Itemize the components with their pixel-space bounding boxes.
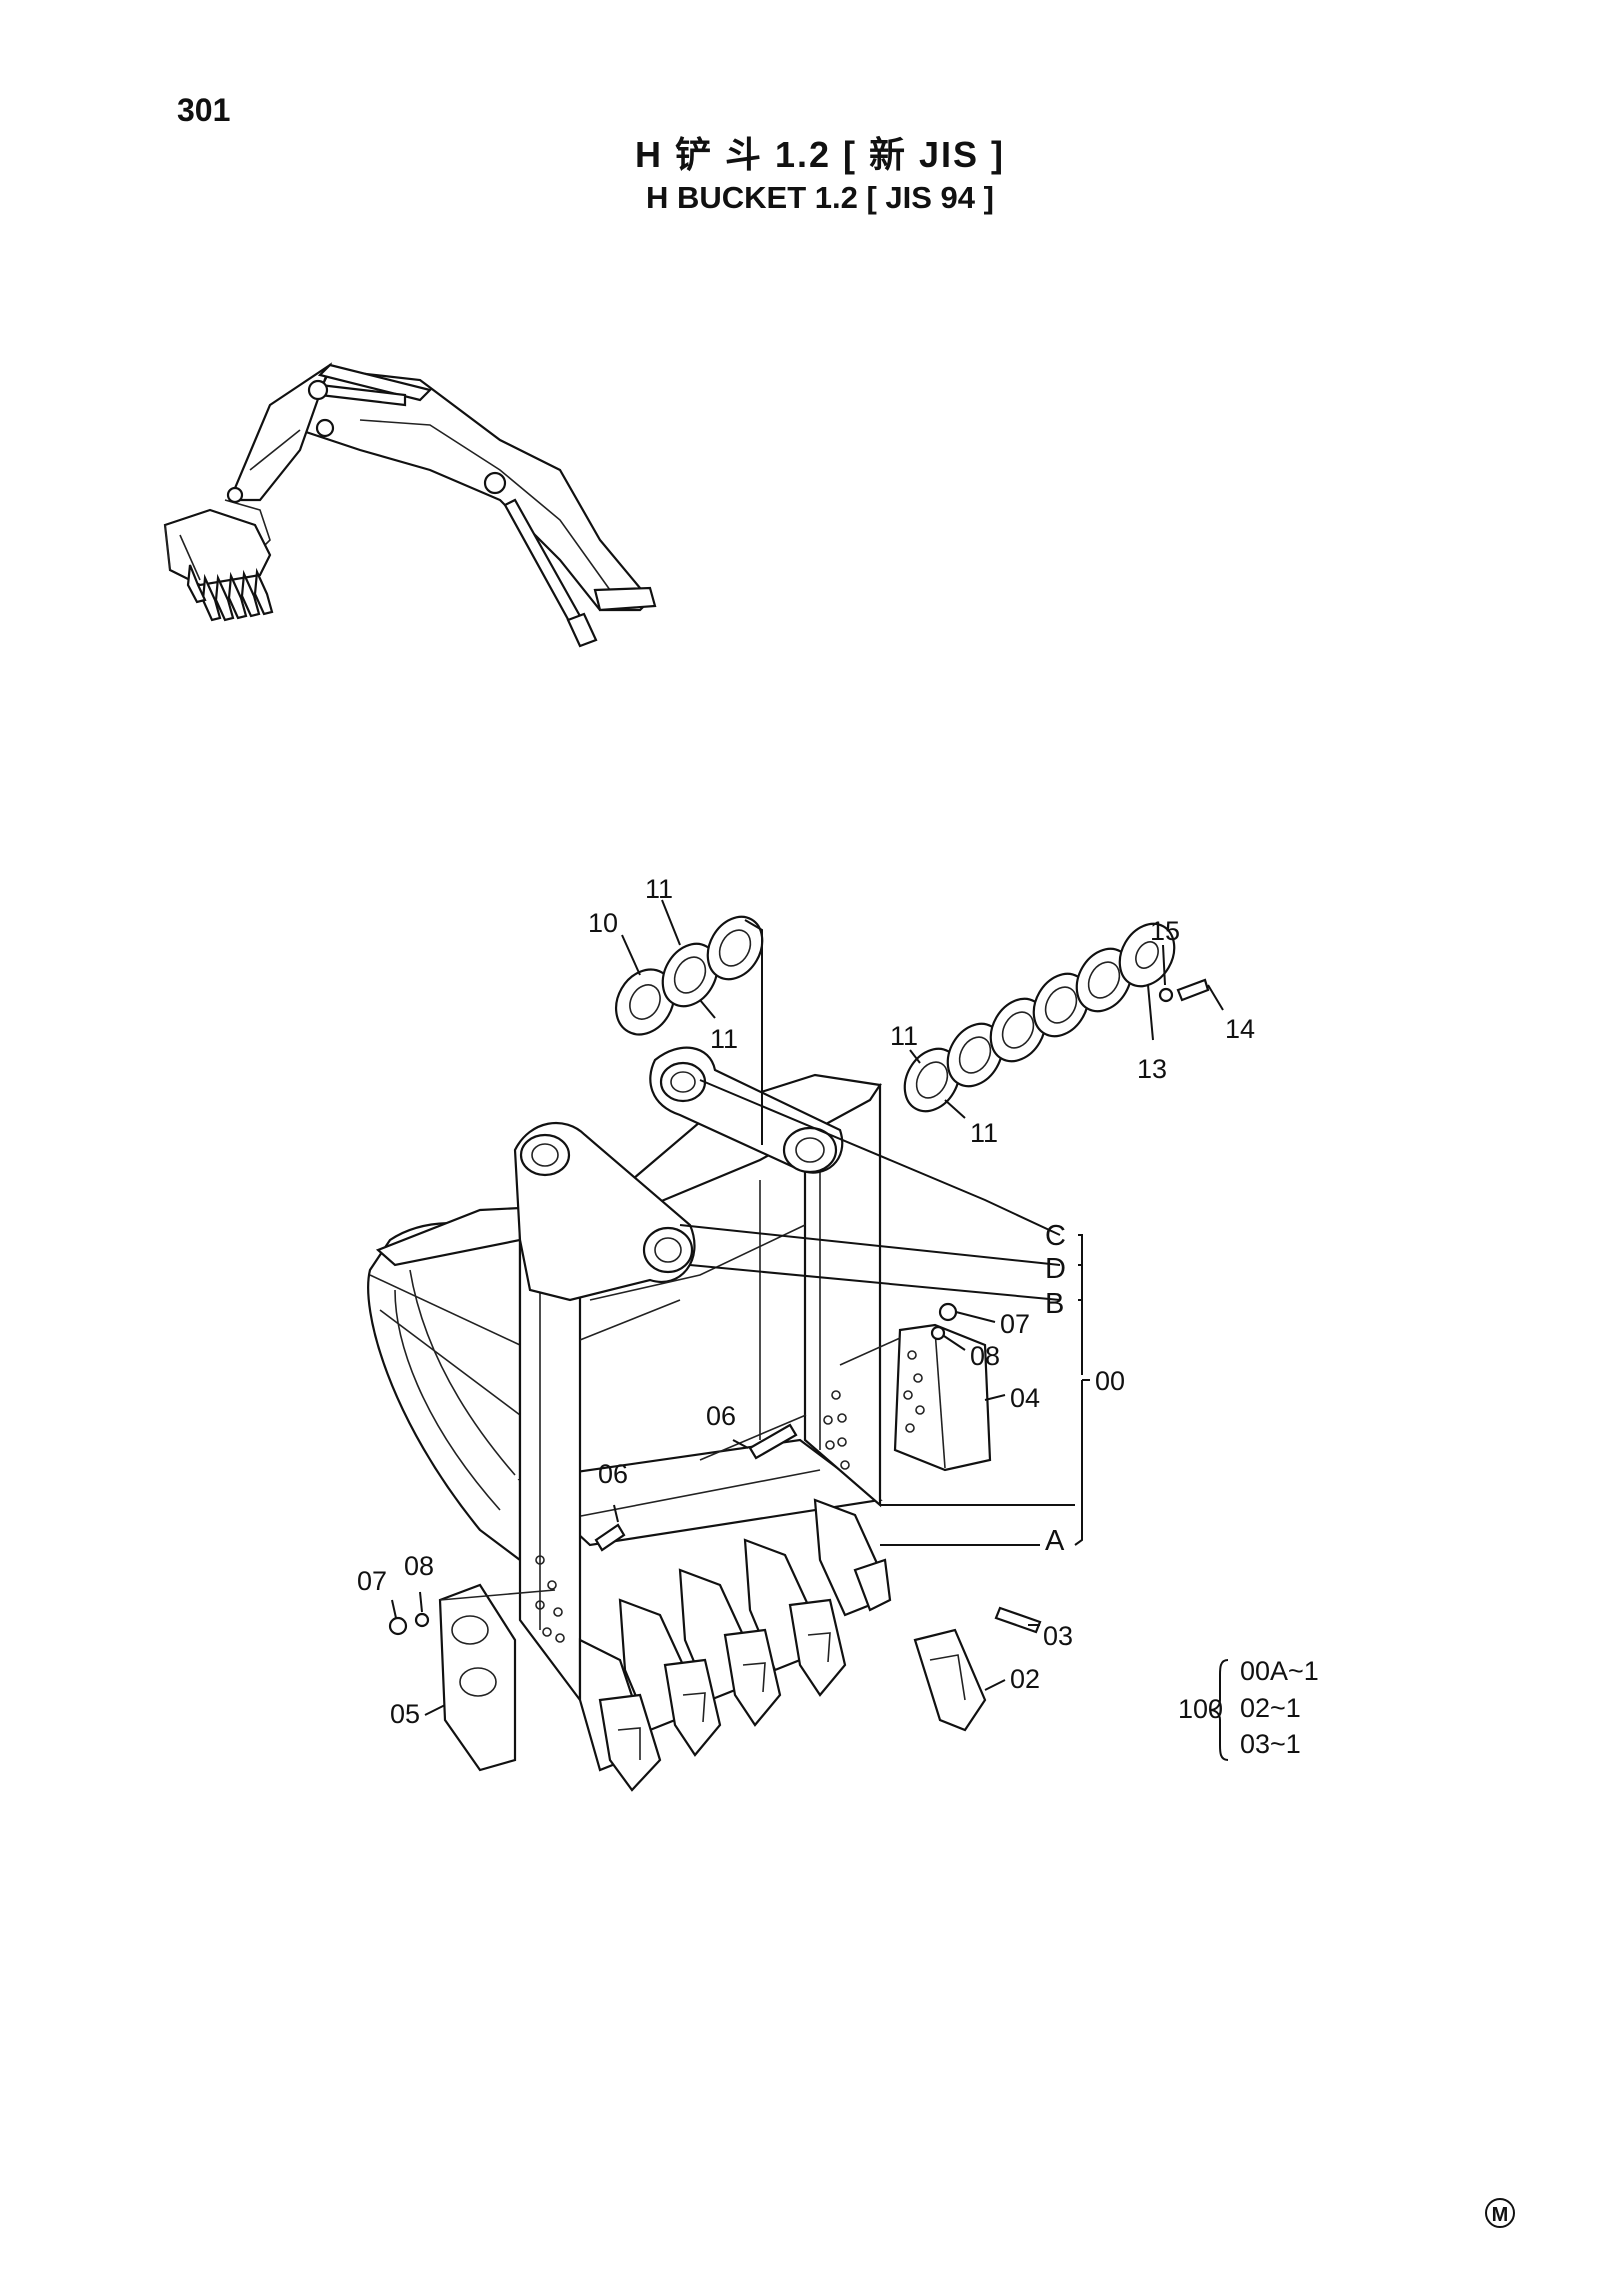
leader-lines (391, 899, 1229, 1761)
nut-07-left (388, 1616, 408, 1636)
footer-mark-letter: M (1492, 2204, 1509, 2226)
kit-block: 100 00A~1 02~1 03~1 (1178, 1656, 1319, 1759)
callout-06-upper: 06 (706, 1401, 736, 1431)
shim-stack-right (903, 922, 1176, 1113)
loose-tooth-point (913, 1628, 987, 1732)
title-english: H BUCKET 1.2 [ JIS 94 ] (646, 180, 994, 215)
side-cutter-right (893, 1323, 992, 1472)
washer-08-right (930, 1325, 946, 1341)
bolt-14 (1176, 978, 1210, 1002)
callout-10: 10 (588, 908, 618, 938)
kit-number: 100 (1178, 1694, 1223, 1724)
side-cutter-left (438, 1583, 517, 1772)
tooth-pin (994, 1606, 1042, 1634)
washer-15 (1158, 987, 1174, 1003)
callout-08-right: 08 (970, 1341, 1000, 1371)
footer-mark: M (1485, 2198, 1515, 2228)
title-chinese: H 铲 斗 1.2 [ 新 JIS ] (634, 134, 1006, 175)
callout-05: 05 (390, 1699, 420, 1729)
kit-item: 00A~1 (1240, 1656, 1319, 1686)
callout-00: 00 (1095, 1366, 1125, 1396)
callout-04: 04 (1010, 1383, 1040, 1413)
callout-C: C (1045, 1220, 1066, 1252)
kit-item: 02~1 (1240, 1693, 1301, 1723)
callout-A: A (1045, 1525, 1065, 1557)
excavator-overview-illustration (163, 362, 657, 648)
side-cutter-holes-left (535, 1555, 565, 1643)
bolt-06-upper (748, 1423, 798, 1460)
callout-07-left: 07 (357, 1566, 387, 1596)
page-number: 301 (177, 92, 231, 128)
callout-11-right-top: 11 (890, 1021, 918, 1051)
bolt-06-lower (594, 1523, 626, 1552)
callout-labels: 10 11 11 11 11 15 14 13 C D B A 07 08 04… (357, 874, 1255, 1729)
callout-11-top: 11 (645, 874, 673, 904)
tooth-points (598, 1558, 892, 1792)
callout-08-left: 08 (404, 1551, 434, 1581)
callout-02: 02 (1010, 1664, 1040, 1694)
callout-03: 03 (1043, 1621, 1073, 1651)
callout-14: 14 (1225, 1014, 1255, 1044)
callout-11-right-bottom: 11 (970, 1118, 998, 1148)
nut-07-right (938, 1302, 958, 1322)
side-cutter-holes-right (823, 1390, 850, 1470)
title-block: H 铲 斗 1.2 [ 新 JIS ] H BUCKET 1.2 [ JIS 9… (560, 132, 1080, 218)
shim-stack-left (614, 915, 764, 1036)
callout-06-lower: 06 (598, 1459, 628, 1489)
callout-B: B (1045, 1288, 1064, 1320)
kit-item: 03~1 (1240, 1729, 1301, 1759)
callout-07-right: 07 (1000, 1309, 1030, 1339)
washer-08-left (414, 1612, 430, 1628)
callout-D: D (1045, 1253, 1066, 1285)
callout-13: 13 (1137, 1054, 1167, 1084)
bucket-assembly-illustration (367, 1046, 1042, 1792)
callout-15: 15 (1150, 916, 1180, 946)
callout-11-left: 11 (710, 1024, 738, 1054)
